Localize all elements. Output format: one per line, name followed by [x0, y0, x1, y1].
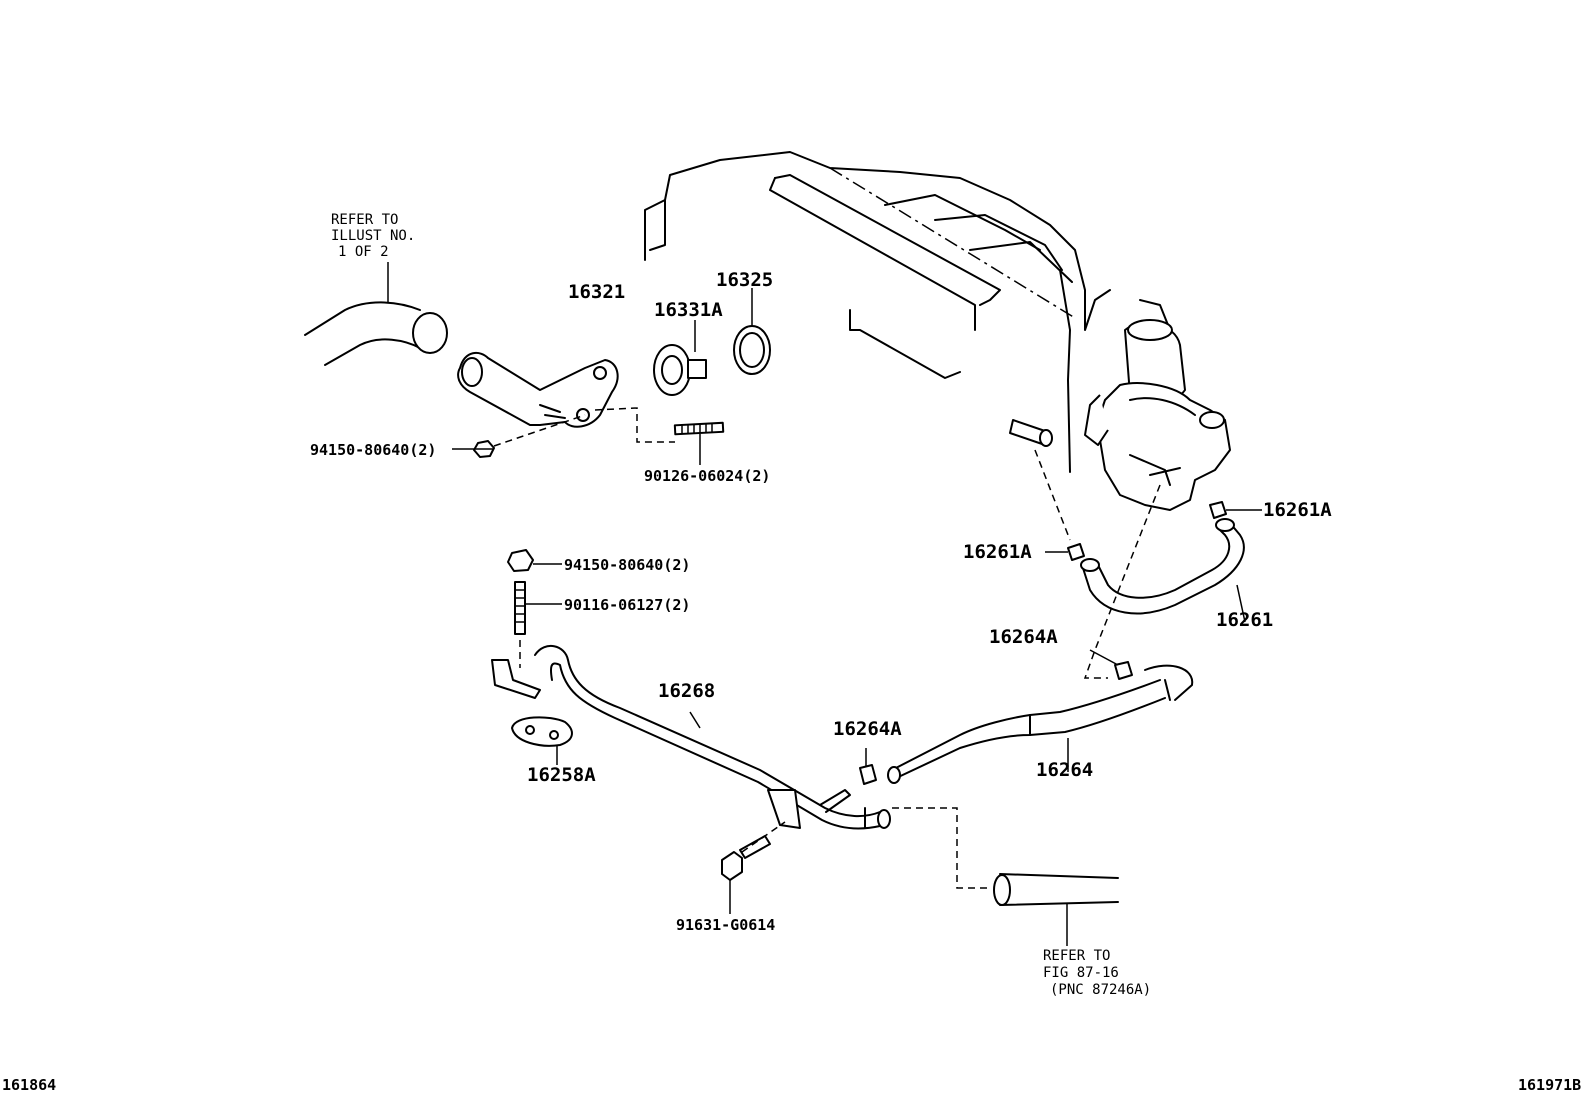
label-16321: 16321	[568, 281, 625, 303]
radiator-hose-refer	[304, 262, 448, 366]
clamp-16261a-left	[1045, 543, 1085, 561]
footer: 161864 161971B	[2, 1076, 1581, 1094]
stud-top-part	[673, 421, 725, 465]
refer-fig-line-2: FIG 87-16	[1043, 965, 1119, 981]
label-16331a: 16331A	[654, 299, 723, 321]
footer-right-code: 161971B	[1518, 1076, 1581, 1094]
label-94150-mid: 94150-80640(2)	[564, 556, 690, 574]
label-16325: 16325	[716, 269, 773, 291]
refer-illust-line-3: 1 OF 2	[338, 244, 389, 260]
label-94150-top: 94150-80640(2)	[310, 441, 436, 459]
label-16264: 16264	[1036, 759, 1093, 781]
nut-mid-part	[507, 549, 562, 572]
water-inlet-part	[457, 351, 619, 428]
small-pipe-part	[1009, 419, 1053, 447]
nut-top-part	[452, 440, 495, 458]
callout-labels: 16321 16325 16331A 94150-80640(2) 90126-…	[310, 269, 1332, 934]
label-16261a-left: 16261A	[963, 541, 1032, 563]
clamp-16264a-lower	[859, 748, 877, 785]
clamp-16264a-upper	[1089, 649, 1133, 680]
refer-illust-line-2: ILLUST NO.	[331, 228, 415, 244]
pipe-16268-part	[491, 645, 891, 830]
label-16264a-lower: 16264A	[833, 718, 902, 740]
refer-illust-line-1: REFER TO	[331, 212, 398, 228]
notes: REFER TO ILLUST NO. 1 OF 2 REFER TO FIG …	[331, 212, 1151, 998]
stud-mid-part	[514, 581, 562, 635]
label-16268: 16268	[658, 680, 715, 702]
label-16261: 16261	[1216, 609, 1273, 631]
label-90126: 90126-06024(2)	[644, 467, 770, 485]
hose-16261-part	[1080, 518, 1246, 623]
bolt-part	[721, 835, 771, 914]
gasket-part	[733, 288, 771, 375]
label-16264a-upper: 16264A	[989, 626, 1058, 648]
clamp-16261a-right	[1209, 501, 1262, 519]
heater-hose-refer	[993, 873, 1119, 946]
label-91631: 91631-G0614	[676, 916, 775, 934]
label-16258a: 16258A	[527, 764, 596, 786]
footer-left-code: 161864	[2, 1076, 56, 1094]
refer-fig-line-1: REFER TO	[1043, 948, 1110, 964]
label-16261a-right: 16261A	[1263, 499, 1332, 521]
throttle-body-assembly	[1084, 319, 1231, 511]
refer-fig-line-3: (PNC 87246A)	[1050, 982, 1151, 998]
gasket-16258a-part	[511, 716, 573, 765]
hose-16264-part	[887, 664, 1194, 784]
label-90116: 90116-06127(2)	[564, 596, 690, 614]
thermostat-part	[653, 320, 707, 396]
engine-block-outline	[644, 151, 1171, 473]
